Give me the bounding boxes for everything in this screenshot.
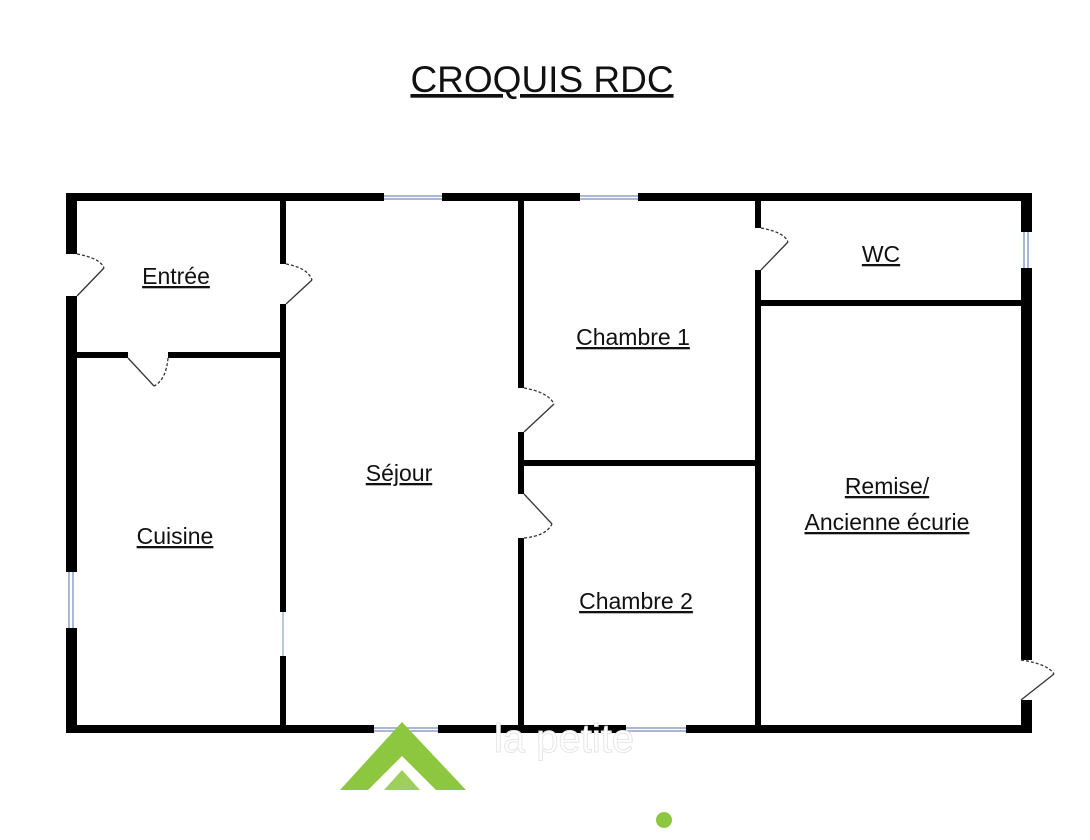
wall-wc-remise	[761, 300, 1021, 306]
wall-chambres-remise	[755, 201, 761, 725]
outer-walls	[66, 193, 1032, 733]
room-label-chambre1: Chambre 1	[576, 324, 690, 350]
window-chambre1-top	[580, 193, 638, 201]
wall-chambre1-chambre2	[524, 460, 760, 466]
wall-bottom	[66, 725, 1032, 733]
room-label-sejour: Séjour	[366, 460, 433, 486]
doors	[66, 227, 1055, 701]
room-label-wc: WC	[862, 241, 900, 267]
room-label-ancienne-ecurie: Ancienne écurie	[805, 509, 970, 535]
door-entree-sejour	[280, 263, 313, 305]
door-sejour-chambre2	[518, 493, 553, 539]
watermark-dot-icon	[656, 812, 672, 828]
window-wc-right	[1021, 232, 1032, 268]
window-sejour-top	[384, 193, 442, 201]
wall-left	[66, 193, 77, 733]
watermark-logo: la petite	[340, 717, 672, 828]
door-chambre1-wc	[755, 227, 789, 271]
house-logo-inner-icon	[384, 770, 420, 790]
window-cuisine-left	[66, 572, 77, 628]
wall-sejour-chambres	[518, 201, 524, 725]
wall-entree-cuisine	[77, 352, 286, 358]
door-remise-exterior	[1020, 659, 1055, 701]
room-label-remise: Remise/	[845, 473, 930, 499]
watermark-text: la petite	[494, 717, 634, 761]
door-sejour-chambre1	[518, 387, 555, 433]
door-entree-front	[66, 253, 105, 297]
room-label-cuisine: Cuisine	[137, 523, 214, 549]
plan-title: CROQUIS RDC	[410, 59, 673, 100]
room-label-chambre2: Chambre 2	[579, 588, 693, 614]
window-chambre2-bottom	[626, 725, 686, 733]
door-entree-cuisine	[127, 352, 169, 387]
house-logo-icon	[340, 722, 466, 790]
wall-top	[66, 193, 1032, 201]
wall-right	[1021, 193, 1032, 733]
room-label-entree: Entrée	[142, 263, 210, 289]
wall-entree-sejour	[280, 201, 286, 725]
interior-walls	[77, 201, 1021, 725]
opening-cuisine-sejour	[280, 612, 286, 656]
